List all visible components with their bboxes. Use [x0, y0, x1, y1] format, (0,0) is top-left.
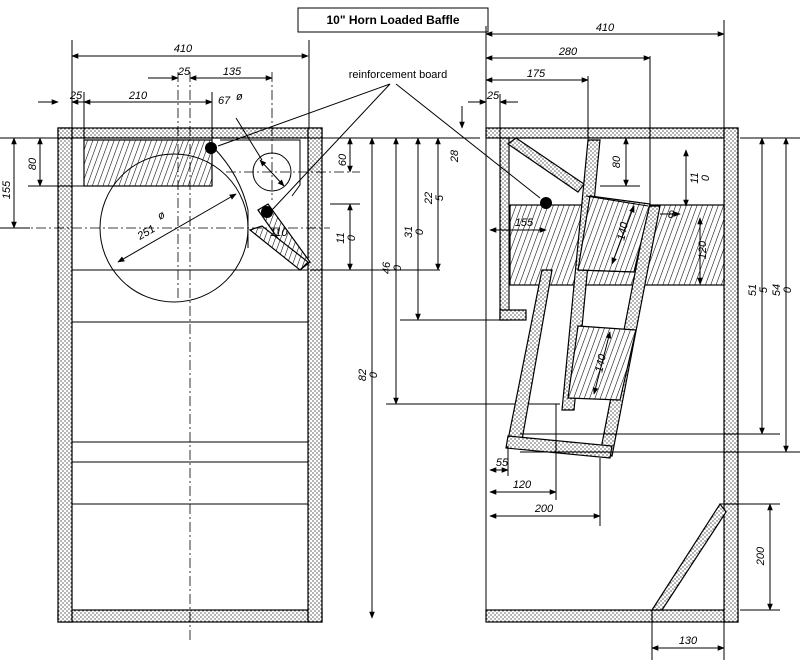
side-dim-130: 130: [679, 635, 698, 647]
mid-dim-310: 310: [403, 226, 426, 238]
drawing-title: 10" Horn Loaded Baffle: [326, 13, 459, 27]
side-dim-540: 540: [771, 284, 794, 296]
side-dim-200v: 200: [755, 546, 767, 566]
side-dim-155: 155: [515, 217, 534, 229]
side-dim-200h: 200: [534, 503, 554, 515]
title-box: 10" Horn Loaded Baffle: [297, 7, 489, 33]
side-dim-110: 110: [689, 172, 712, 183]
side-dim-280: 280: [558, 46, 578, 58]
reinforcement-dot-2: [261, 206, 273, 218]
front-dim-210: 210: [128, 90, 148, 102]
side-bottom-brace: [650, 502, 727, 611]
side-dim-55: 55: [496, 457, 509, 469]
side-dim-28: 28: [449, 149, 461, 163]
side-top-wall: [485, 127, 739, 139]
side-dim-175: 175: [527, 68, 546, 80]
front-dim-820: 820: [357, 369, 380, 381]
side-small-8: 8: [668, 209, 675, 221]
side-dim-515: 515: [747, 284, 770, 296]
front-dim-410: 410: [174, 43, 193, 55]
front-dim-phi67: 67: [218, 95, 231, 107]
front-dim-phi251: 251: [135, 223, 158, 243]
side-top-angled-board: [506, 137, 585, 193]
annotation-label: reinforcement board: [349, 69, 447, 81]
mid-dim-460: 460: [381, 261, 404, 274]
side-slot-label-120: 120: [697, 240, 709, 259]
front-view: 410 25 135 25 210 67 ø 251 ø 110 155 80 …: [0, 40, 480, 640]
side-dim-80: 80: [611, 155, 623, 168]
front-dim-25b: 25: [69, 90, 83, 102]
side-front-baffle: [499, 137, 510, 321]
side-dim-25: 25: [486, 90, 500, 102]
reinforcement-annotation: reinforcement board: [217, 69, 541, 211]
side-dim-120: 120: [513, 479, 532, 491]
front-dim-135: 135: [223, 66, 242, 78]
front-dim-80: 80: [27, 157, 39, 170]
front-right-wall: [307, 127, 323, 623]
front-dim-60: 60: [337, 153, 349, 166]
front-left-wall: [57, 127, 73, 623]
front-board: [83, 139, 213, 187]
middle-dims: 460 310 225 28: [381, 106, 560, 405]
side-dim-410: 410: [596, 22, 615, 34]
mid-dim-225: 225: [423, 192, 446, 205]
front-dim-155: 155: [1, 180, 13, 199]
side-horn-left: [507, 269, 553, 441]
side-view: 140 120 140 8 410 280 175 25 80 110 1: [468, 20, 800, 660]
front-dim-110v: 110: [335, 232, 358, 243]
side-horn-bottom: [505, 435, 613, 459]
front-phi-symbol-2: ø: [156, 209, 168, 223]
reinforcement-dot-1: [205, 142, 217, 154]
reinforcement-dot-3: [540, 197, 552, 209]
front-dim-110: 110: [270, 227, 288, 239]
side-back-wall: [723, 127, 739, 623]
side-bottom-wall: [485, 609, 739, 623]
front-phi-symbol-1: ø: [236, 91, 243, 103]
front-dim-25a: 25: [177, 66, 191, 78]
